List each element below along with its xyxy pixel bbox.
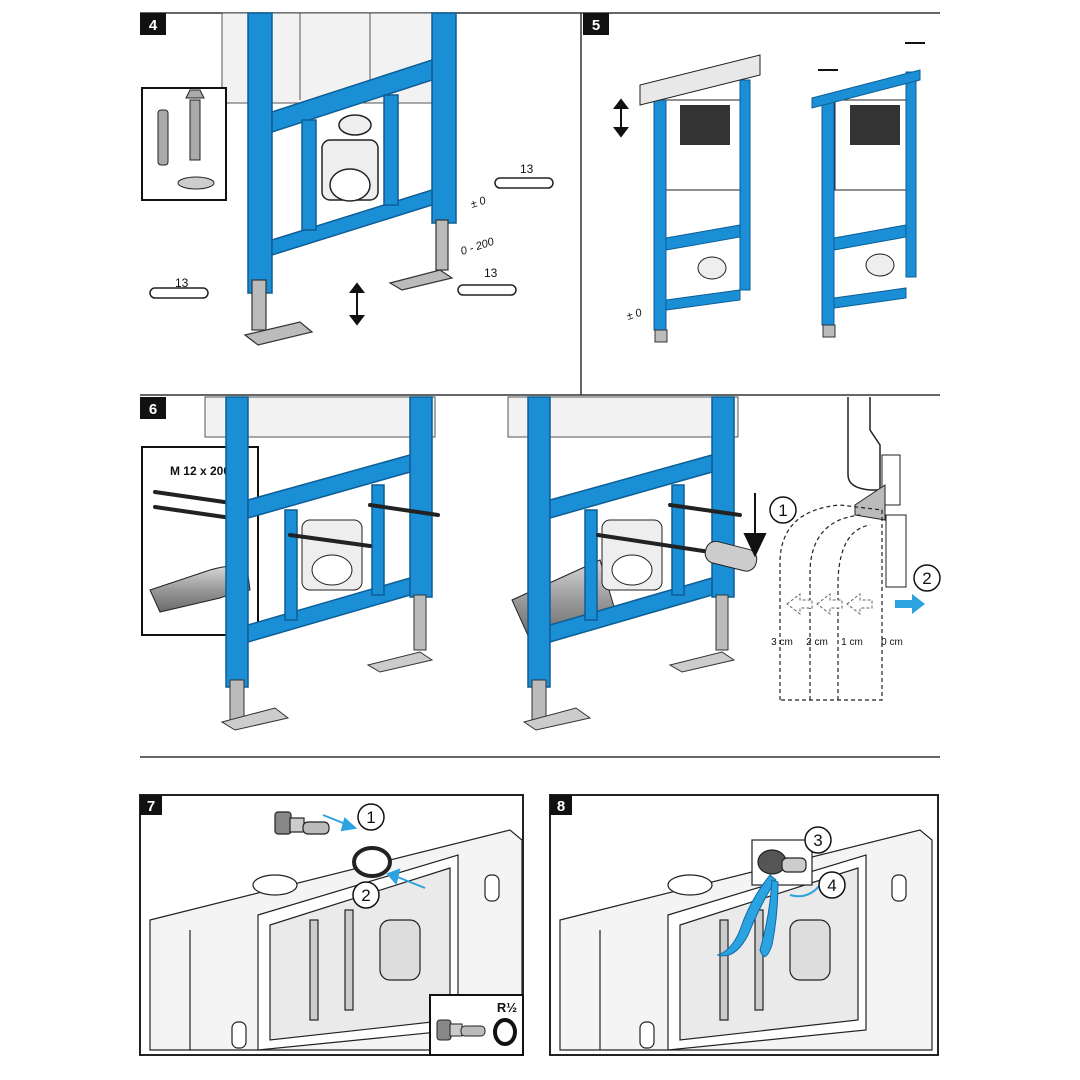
pipe-position-diagram: 2 3 cm 2 cm 1 cm 0 cm <box>771 397 941 701</box>
step-5-badge <box>583 13 609 35</box>
thread-label: R½ <box>497 1000 517 1015</box>
step-4-number: 4 <box>149 17 158 34</box>
step-6-frame-left <box>204 396 440 731</box>
step-5-panel: 5 <box>583 13 925 343</box>
push-arrow-icon <box>895 594 925 614</box>
step-6-badge <box>140 397 166 419</box>
wrench-size-mid-right: 13 <box>484 266 498 280</box>
height-range: 0 - 200 <box>459 236 496 258</box>
insert-arrow-icon <box>322 814 426 889</box>
offset-1cm: 1 cm <box>841 637 863 648</box>
step-4-panel: 4 <box>140 12 554 346</box>
wrench-icon <box>149 177 554 299</box>
step-7-badge <box>140 795 162 815</box>
thread-inset: R½ <box>429 994 524 1056</box>
cistern-icon <box>850 105 900 145</box>
seal-ring-icon <box>493 1018 517 1046</box>
marker-4: 4 <box>827 876 836 895</box>
offset-3cm: 3 cm <box>771 637 793 648</box>
adjust-arrows <box>613 42 925 138</box>
step-8-number: 8 <box>557 798 565 815</box>
step-4-badge <box>140 13 166 35</box>
step-6-frame-middle: 1 <box>507 396 797 731</box>
marker-2: 2 <box>361 886 370 905</box>
wrench-size-top-right: 13 <box>520 162 534 176</box>
valve-fitting-icon <box>274 811 392 878</box>
level-tolerance-top: ± 0 <box>469 194 488 210</box>
cistern-icon <box>680 105 730 145</box>
step-5-frame-right <box>811 69 921 338</box>
connected-valve-icon <box>757 849 807 875</box>
height-adjust-arrow <box>349 282 365 326</box>
wrench-size-left: 13 <box>175 276 189 290</box>
step-7-number: 7 <box>147 798 155 815</box>
marker-1: 1 <box>366 808 375 827</box>
washer-icon <box>177 176 215 190</box>
marker-2: 2 <box>922 569 931 588</box>
rod-spec-label: M 12 x 200 <box>170 464 230 478</box>
offset-2cm: 2 cm <box>806 637 828 648</box>
level-tolerance-bottom: ± 0 <box>625 306 644 322</box>
step-6-number: 6 <box>149 401 157 418</box>
rotate-arrow-icon <box>789 884 821 898</box>
down-arrow-icon <box>743 493 767 558</box>
step-5-frame-left <box>639 54 761 343</box>
step-8-badge <box>550 795 572 815</box>
offset-0cm: 0 cm <box>881 637 903 648</box>
step-4-connector <box>321 114 379 202</box>
water-flow-icon <box>716 874 779 957</box>
marker-3: 3 <box>813 831 822 850</box>
step-4-frame <box>247 12 457 294</box>
marker-1: 1 <box>778 501 787 520</box>
step-5-number: 5 <box>592 17 600 34</box>
step-4-legs <box>243 219 454 346</box>
drill-tool-icon <box>704 540 758 572</box>
step-8-panel: 8 3 4 <box>549 794 939 1056</box>
step-4-fixing-kit-inset <box>141 87 227 201</box>
screw-icon <box>157 89 205 166</box>
step-7-panel: 7 1 2 <box>139 794 524 1056</box>
step-6-panel: 6 M 12 x 200 <box>140 396 941 731</box>
